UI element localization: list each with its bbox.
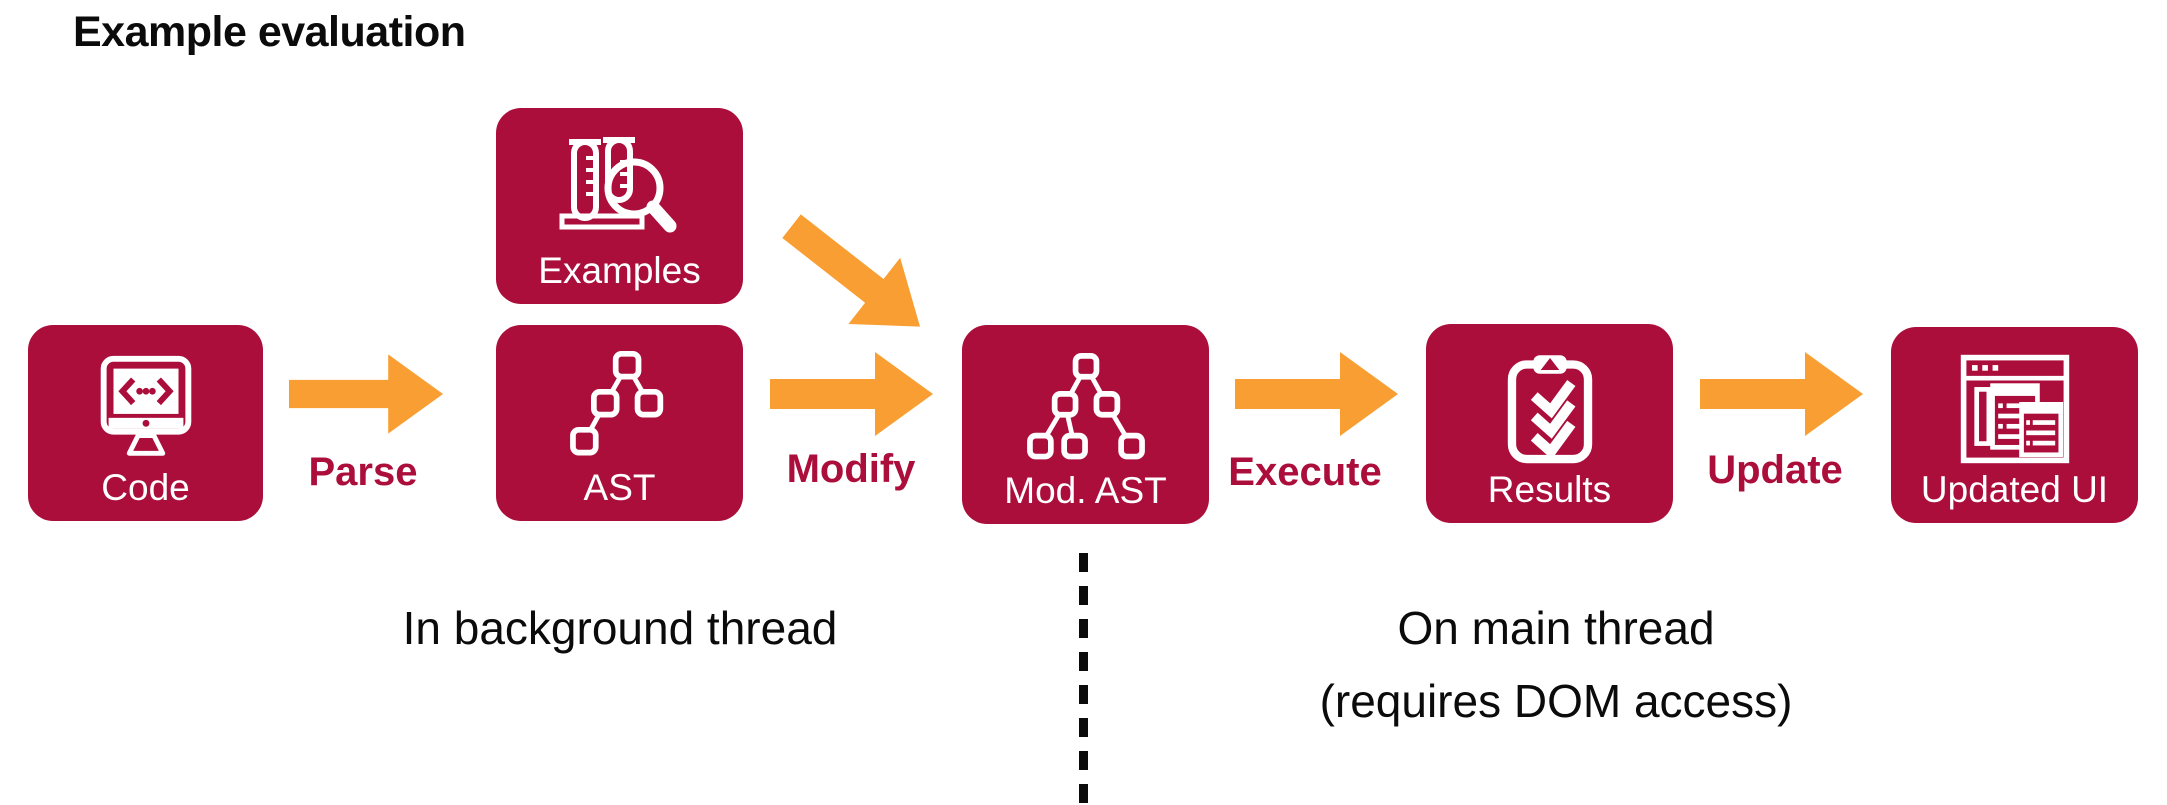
page-title: Example evaluation	[73, 8, 466, 56]
node-updated-ui: Updated UI	[1891, 327, 2138, 523]
thread-divider-line	[1079, 553, 1088, 805]
node-label: Results	[1487, 469, 1612, 511]
clipboard-checklist-icon	[1507, 355, 1592, 464]
update-arrow-icon	[1700, 352, 1863, 436]
code-monitor-icon	[100, 356, 191, 457]
main-thread-line1: On main thread	[1397, 602, 1715, 654]
edge-label-parse: Parse	[308, 450, 418, 494]
browser-window-icon	[1960, 355, 2069, 464]
node-code: Code	[28, 325, 263, 521]
node-results: Results	[1426, 324, 1673, 523]
ast-tree-icon	[570, 351, 664, 456]
edge-label-update: Update	[1707, 448, 1843, 492]
edge-label-modify: Modify	[786, 447, 916, 491]
node-label: Mod. AST	[1004, 470, 1167, 512]
execute-arrow-icon	[1235, 352, 1398, 436]
modify-arrow-icon	[770, 352, 933, 436]
background-thread-label: In background thread	[402, 602, 838, 654]
parse-arrow-icon	[289, 354, 443, 434]
edge-label-execute: Execute	[1228, 450, 1382, 494]
node-label: Updated UI	[1920, 469, 2109, 511]
node-label: Examples	[538, 250, 701, 292]
node-examples: Examples	[496, 108, 743, 304]
node-ast: AST	[496, 325, 743, 521]
node-mod-ast: Mod. AST	[962, 325, 1209, 524]
node-label: AST	[583, 467, 656, 509]
modified-ast-tree-icon	[1026, 353, 1145, 460]
test-tubes-magnifier-icon	[559, 137, 676, 233]
main-thread-label: On main thread (requires DOM access)	[1156, 592, 1956, 738]
node-label: Code	[101, 467, 190, 509]
examples-to-mod-ast-arrow-icon	[782, 214, 921, 327]
main-thread-line2: (requires DOM access)	[1319, 675, 1793, 727]
